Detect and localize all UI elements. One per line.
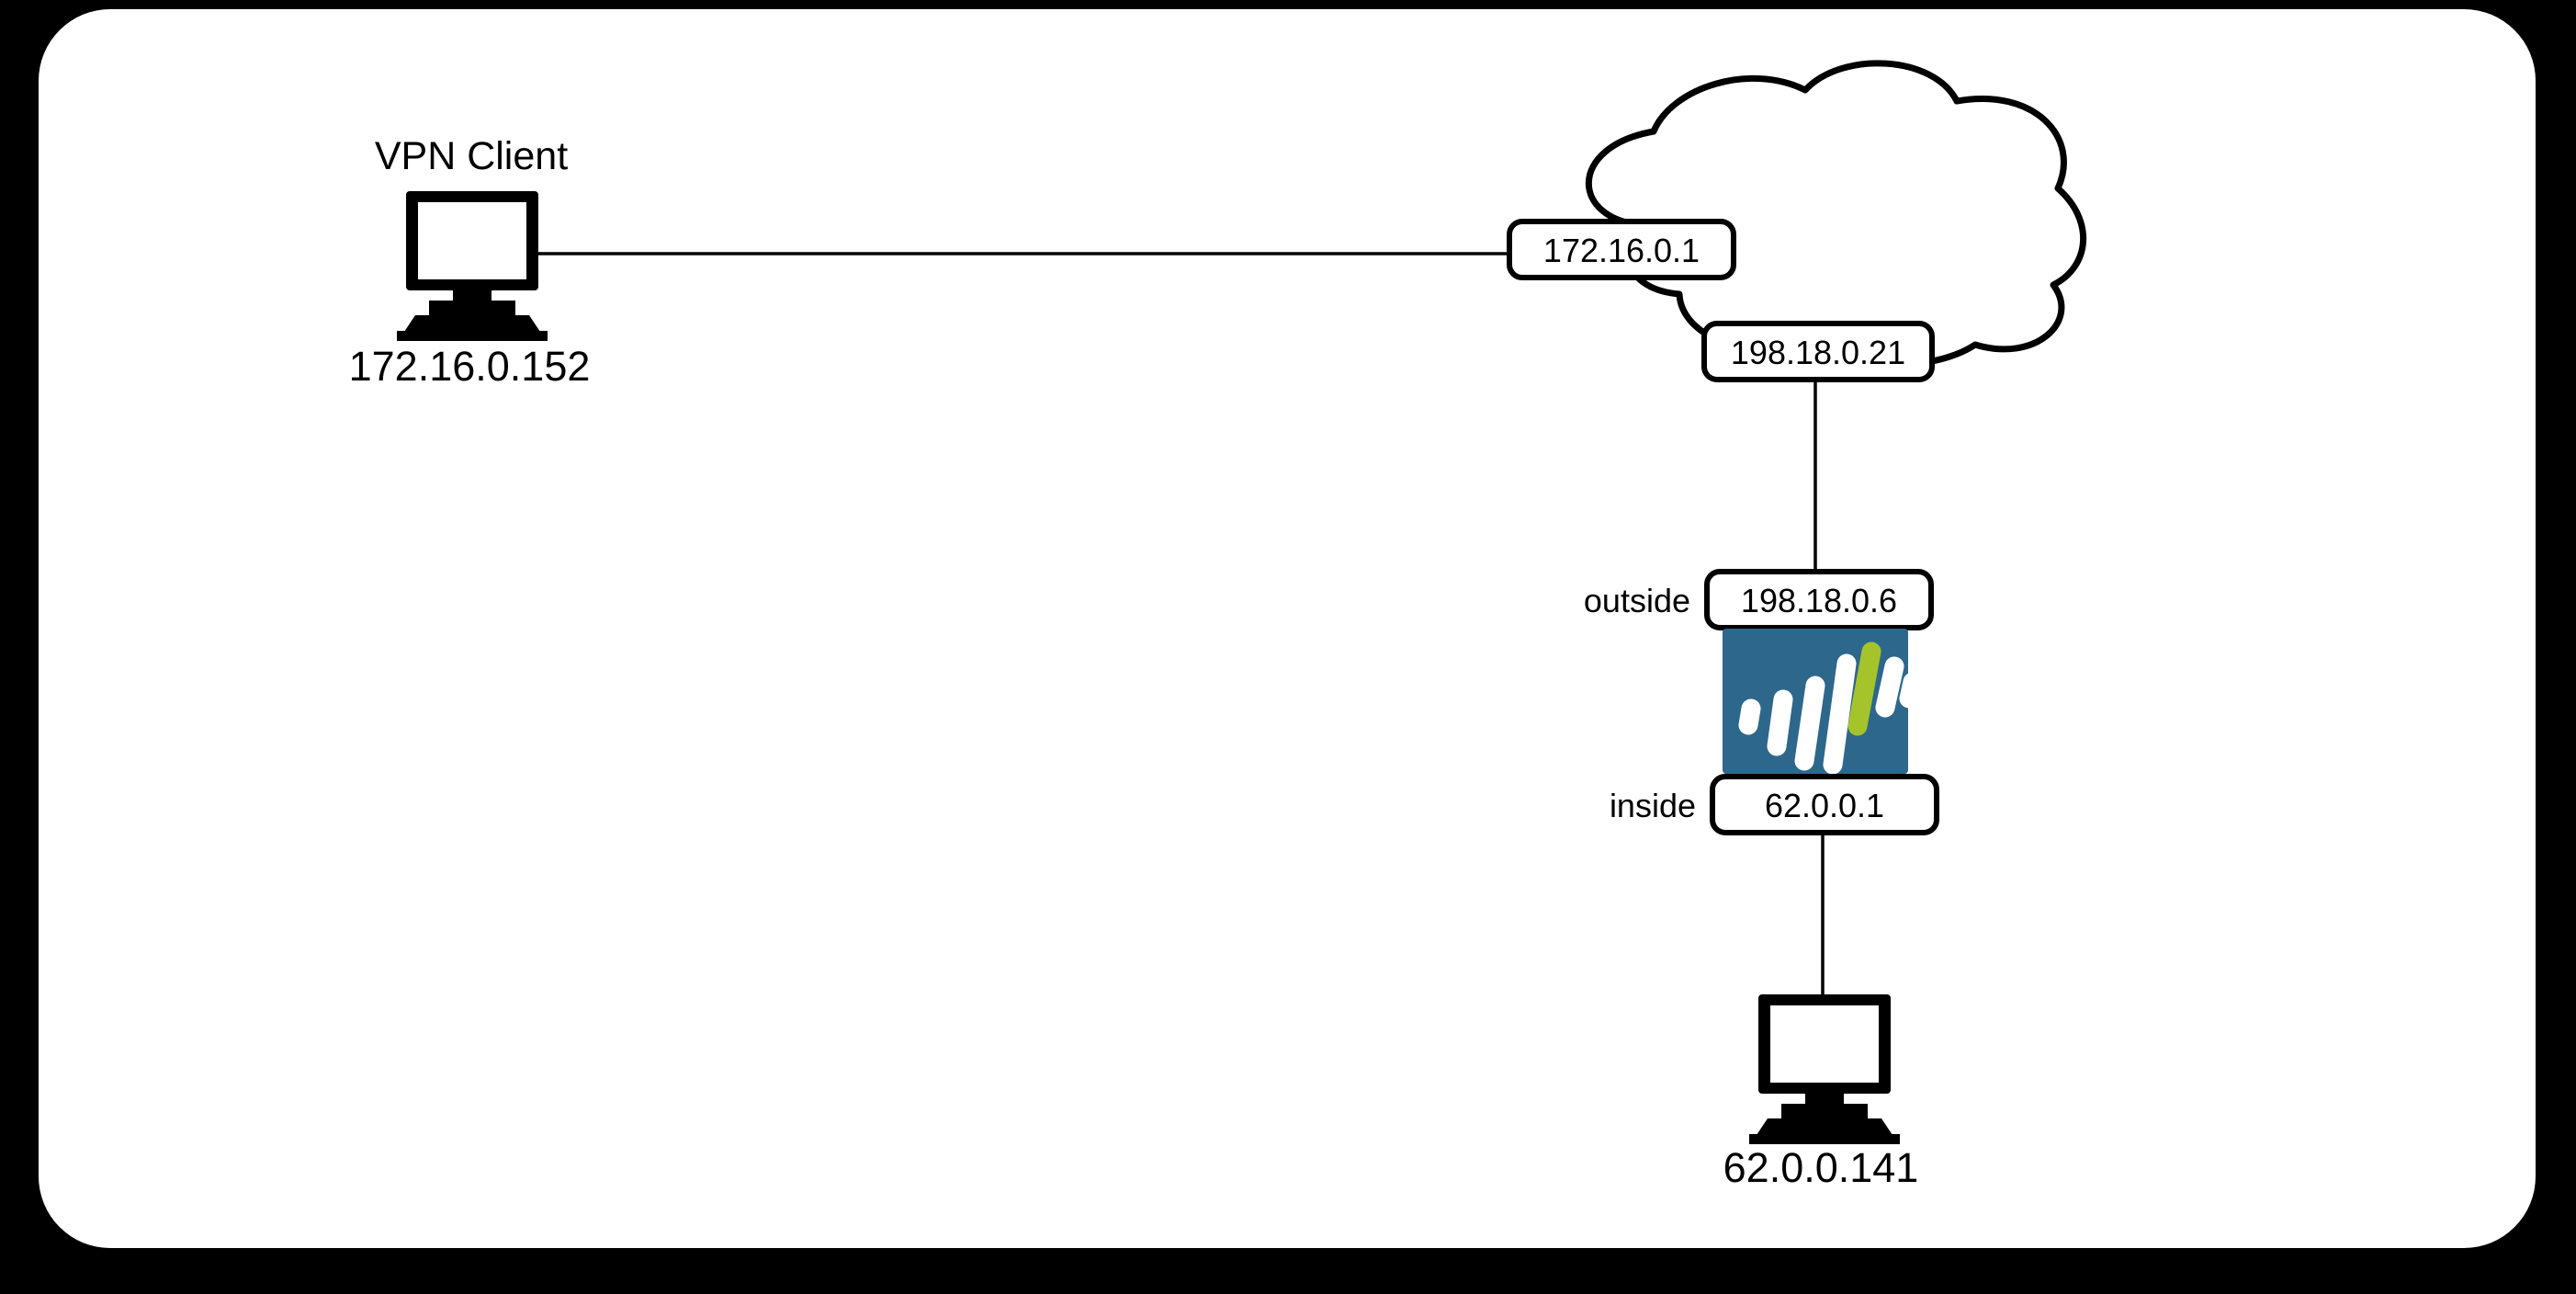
firewall-outside-iface-name: outside (1584, 582, 1690, 619)
cloud-left-ip-box (1507, 219, 1736, 280)
workstation-icon (1749, 994, 1900, 1144)
internet-cloud-icon (1585, 60, 2087, 369)
firewall-inside-interface: inside 62.0.0.1 (1610, 774, 1939, 835)
cloud-bottom-ip-label: 198.18.0.21 (1701, 321, 1935, 382)
firewall-inside-ip-text: 62.0.0.1 (1765, 787, 1884, 824)
cloud-left-ip-label: 172.16.0.1 (1507, 219, 1736, 280)
firewall-inside-iface-name: inside (1610, 787, 1696, 824)
vpn-client-address: 172.16.0.152 (349, 343, 591, 390)
vpn-client-node: VPN Client 172.16.0.152 (349, 134, 591, 390)
inside-host-address: 62.0.0.141 (1723, 1144, 1919, 1191)
firewall-outside-interface: outside 198.18.0.6 (1584, 569, 1934, 630)
firewall-logo-bars (1738, 641, 1923, 775)
firewall-outside-ip-text: 198.18.0.6 (1741, 582, 1897, 619)
firewall-outside-ip-box (1704, 569, 1934, 630)
firewall-node-icon (1723, 629, 1923, 775)
vpn-client-title: VPN Client (375, 134, 568, 178)
cloud-bottom-ip-box (1701, 321, 1935, 382)
workstation-icon (397, 191, 548, 341)
cloud-bottom-ip-text: 198.18.0.21 (1731, 334, 1905, 371)
cloud-left-ip-text: 172.16.0.1 (1543, 232, 1700, 269)
firewall-inside-ip-box (1710, 774, 1939, 835)
inside-host-node: 62.0.0.141 (1723, 994, 1919, 1191)
